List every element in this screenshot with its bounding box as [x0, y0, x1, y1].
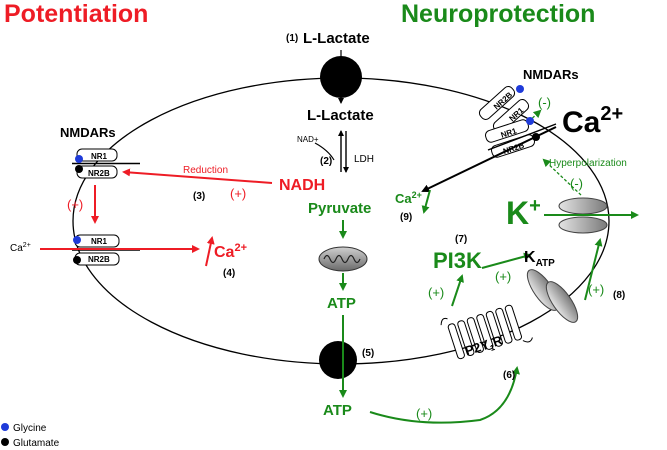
nr2b-left-top: NR2B: [88, 169, 110, 178]
legend-glutamate-dot: [1, 438, 9, 446]
pi3k-to-katp-arrow: [481, 252, 532, 269]
k-channel-icon: [558, 197, 608, 234]
plus-katp: (+): [588, 282, 604, 297]
plus-pi3k-up: (+): [428, 285, 444, 300]
heading-potentiation: Potentiation: [4, 0, 148, 28]
lactate-extracellular: L-Lactate: [303, 30, 370, 47]
minus-right: (-): [570, 176, 583, 191]
nr1-left-top: NR1: [91, 152, 108, 161]
step-5-label: (5): [362, 348, 374, 359]
ca-influx-right-arrow: [421, 126, 557, 193]
step-6-label: (6): [503, 370, 515, 381]
reduction-label: Reduction: [183, 165, 228, 176]
nr2b-left-bottom: NR2B: [88, 255, 110, 264]
ca-extracellular: Ca2+: [10, 242, 31, 254]
ca-small-label: Ca2+: [395, 190, 422, 206]
step-1-label: (1): [286, 33, 298, 44]
step-3-label: (3): [193, 191, 205, 202]
hyperpolarization-dashed: [542, 158, 582, 196]
lactate-intracellular: L-Lactate: [307, 107, 374, 124]
nmdars-left-label: NMDARs: [60, 125, 116, 140]
heading-neuroprotection: Neuroprotection: [401, 0, 595, 28]
step-9-label: (9): [400, 212, 412, 223]
pi3k-label: PI3K: [433, 248, 482, 273]
plus-left: (+): [67, 197, 83, 212]
p2y1r-receptor-icon: [440, 304, 533, 360]
ca-big-label: Ca2+: [562, 103, 623, 139]
katp-channel-icon: [526, 269, 579, 323]
atp-to-p2y-arrow: [369, 366, 520, 424]
step-2-label: (2): [320, 156, 332, 167]
nmdar-right-top: [478, 85, 530, 133]
nmdars-right-label: NMDARs: [523, 67, 579, 82]
plus-reduction: (+): [230, 186, 246, 201]
nmdar-left-top: [72, 148, 140, 179]
atp-extracellular: ATP: [323, 402, 352, 419]
legend: Glycine Glutamate: [1, 423, 60, 449]
k-plus-label: K+: [506, 195, 541, 231]
step-4-label: (4): [223, 268, 235, 279]
ca-decrease-arrow: [421, 189, 431, 214]
atp-intracellular: ATP: [327, 295, 356, 312]
legend-glycine-label: Glycine: [13, 423, 47, 434]
nmdar-right-membrane: [487, 123, 557, 151]
minus-top: (-): [538, 95, 551, 110]
nr1-left-bottom: NR1: [91, 237, 108, 246]
katp-to-k-arrow: [584, 238, 603, 301]
nadh-label: NADH: [279, 177, 325, 194]
step-7-label: (7): [455, 234, 467, 245]
hyperpolarization-label: Hyperpolarization: [549, 158, 627, 169]
atp-transporter: [319, 341, 357, 379]
legend-glutamate-label: Glutamate: [13, 438, 60, 449]
ca-increase-arrow: [205, 236, 215, 267]
mitochondrion-icon: [318, 246, 368, 272]
nad-label: NAD+: [297, 135, 319, 144]
pyruvate-label: Pyruvate: [308, 200, 371, 217]
plus-pi3k: (+): [495, 269, 511, 284]
legend-glycine-dot: [1, 423, 9, 431]
step-8-label: (8): [613, 290, 625, 301]
ca-intracellular: Ca2+: [214, 242, 247, 261]
katp-label: KATP: [524, 249, 555, 269]
reduction-arrow: [122, 168, 273, 184]
ldh-label: LDH: [354, 154, 374, 165]
plus-atp-p2y: (+): [416, 406, 432, 421]
ldh-curve: [314, 142, 335, 161]
nmdar-right-bottom: [485, 117, 540, 158]
p2y-to-pi3k-arrow: [451, 274, 464, 307]
